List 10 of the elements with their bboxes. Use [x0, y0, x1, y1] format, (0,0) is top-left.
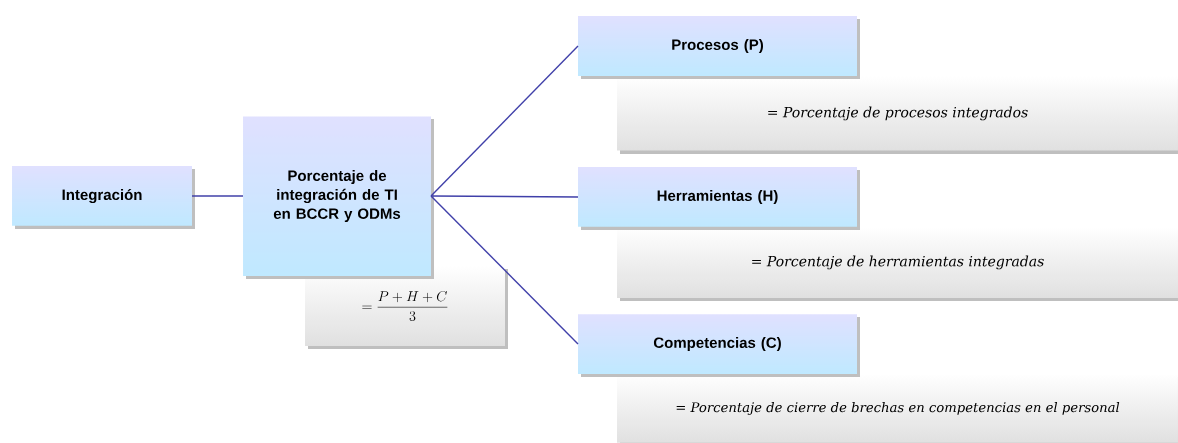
- concept-box: Porcentaje de integración de TI en BCCR y ODMs: [243, 116, 434, 279]
- connector-line: [430, 195, 579, 345]
- connector-line: [430, 195, 579, 198]
- formula-box: $=\frac{P+H+C}{3}$: [305, 266, 508, 349]
- concept-box: Procesos (P): [578, 16, 860, 79]
- connector-line: [430, 45, 579, 197]
- concept-box: Integración: [12, 166, 195, 229]
- concept-box: Herramientas (H): [578, 167, 860, 230]
- connector-line: [191, 195, 244, 197]
- concept-box: Competencias (C): [578, 314, 860, 377]
